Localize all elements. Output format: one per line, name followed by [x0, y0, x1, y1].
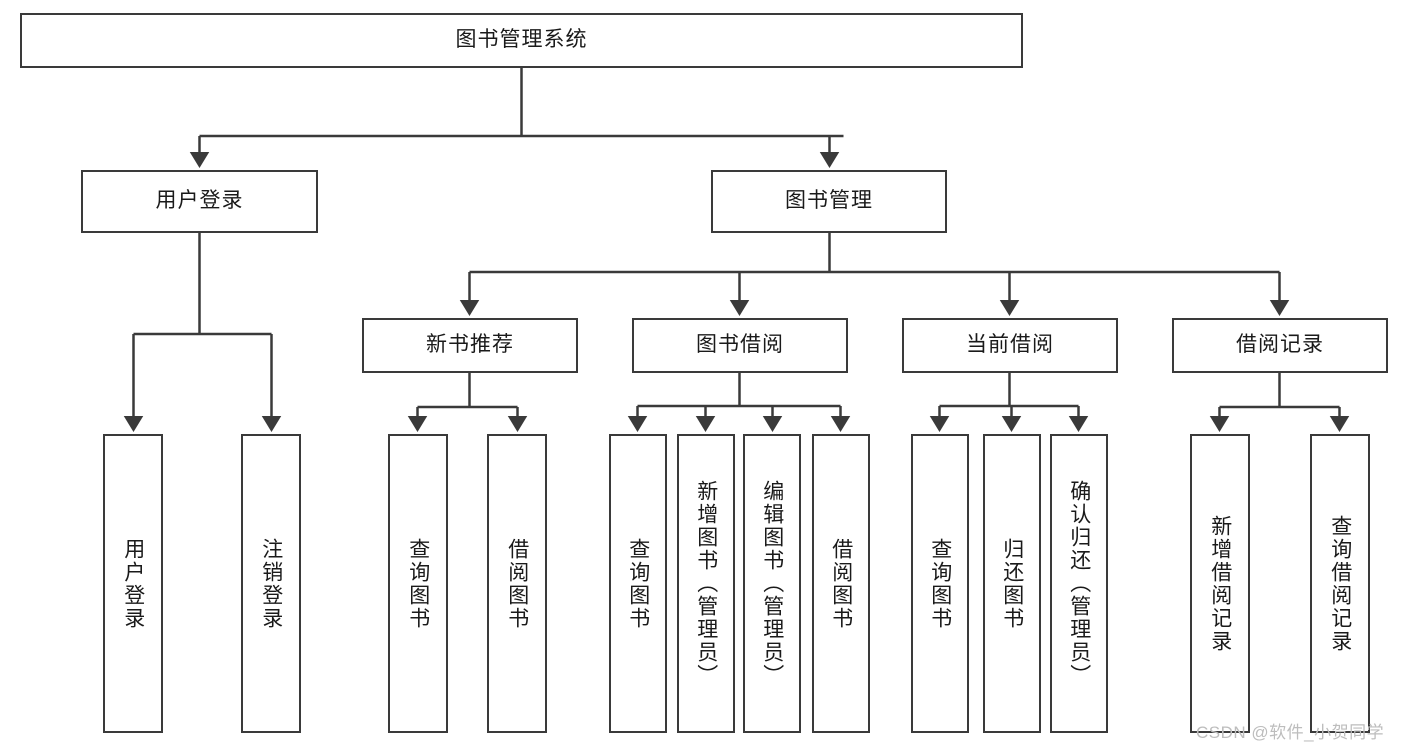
leaf-confirm-return-admin-label: 确认归还（管理员）	[1067, 480, 1091, 687]
leaf-query-borrow-record-label: 查询借阅记录	[1328, 514, 1352, 653]
leaf-query-book-current-label: 查询图书	[928, 537, 952, 630]
leaf-query-book-new-label: 查询图书	[406, 537, 430, 630]
leaf-borrow-book[interactable]: 借阅图书	[812, 434, 870, 733]
node-root[interactable]: 图书管理系统	[20, 13, 1023, 68]
node-book-borrow[interactable]: 图书借阅	[632, 318, 848, 373]
leaf-borrow-book-new-label: 借阅图书	[505, 537, 529, 630]
leaf-user-login[interactable]: 用户登录	[103, 434, 163, 733]
leaf-query-borrow-record[interactable]: 查询借阅记录	[1310, 434, 1370, 733]
leaf-return-book[interactable]: 归还图书	[983, 434, 1041, 733]
leaf-confirm-return-admin[interactable]: 确认归还（管理员）	[1050, 434, 1108, 733]
node-borrow-record[interactable]: 借阅记录	[1172, 318, 1388, 373]
leaf-add-book-admin-label: 新增图书（管理员）	[694, 480, 718, 687]
node-book-management-label: 图书管理	[785, 189, 873, 213]
node-user-login-label: 用户登录	[155, 189, 244, 213]
leaf-query-book[interactable]: 查询图书	[609, 434, 667, 733]
leaf-edit-book-admin-label: 编辑图书（管理员）	[760, 480, 784, 687]
node-new-book-recommend[interactable]: 新书推荐	[362, 318, 578, 373]
leaf-add-borrow-record-label: 新增借阅记录	[1208, 514, 1232, 653]
leaf-logout[interactable]: 注销登录	[241, 434, 301, 733]
node-book-borrow-label: 图书借阅	[696, 333, 784, 357]
leaf-borrow-book-new[interactable]: 借阅图书	[487, 434, 547, 733]
csdn-watermark: CSDN @软件_小贺同学	[1196, 723, 1385, 742]
node-current-borrow-label: 当前借阅	[966, 333, 1054, 357]
node-current-borrow[interactable]: 当前借阅	[902, 318, 1118, 373]
leaf-return-book-label: 归还图书	[1000, 537, 1024, 630]
leaf-query-book-current[interactable]: 查询图书	[911, 434, 969, 733]
node-book-management[interactable]: 图书管理	[711, 170, 947, 233]
leaf-query-book-label: 查询图书	[626, 537, 650, 630]
leaf-query-book-new[interactable]: 查询图书	[388, 434, 448, 733]
leaf-edit-book-admin[interactable]: 编辑图书（管理员）	[743, 434, 801, 733]
node-new-book-recommend-label: 新书推荐	[426, 333, 514, 357]
leaf-logout-label: 注销登录	[259, 537, 283, 630]
node-user-login[interactable]: 用户登录	[81, 170, 318, 233]
node-root-label: 图书管理系统	[455, 28, 588, 52]
leaf-borrow-book-label: 借阅图书	[829, 537, 853, 630]
leaf-add-book-admin[interactable]: 新增图书（管理员）	[677, 434, 735, 733]
leaf-user-login-label: 用户登录	[121, 537, 145, 630]
leaf-add-borrow-record[interactable]: 新增借阅记录	[1190, 434, 1250, 733]
node-borrow-record-label: 借阅记录	[1236, 333, 1324, 357]
